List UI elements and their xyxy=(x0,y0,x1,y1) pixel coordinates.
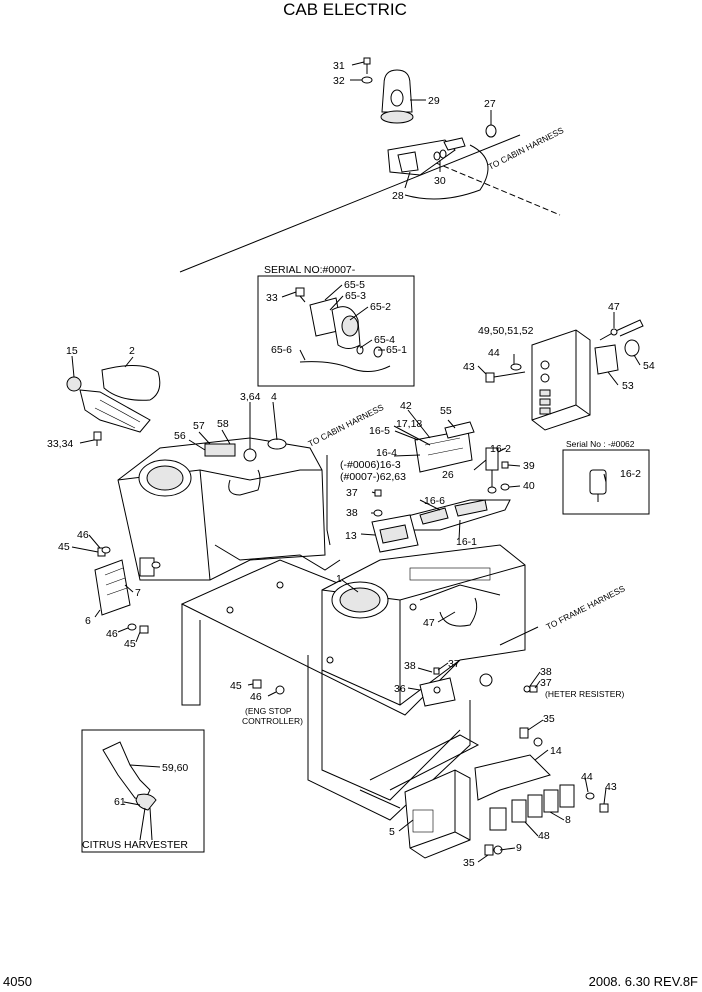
to-frame-harness: TO FRAME HARNESS xyxy=(544,583,627,632)
serial-box-16-2 xyxy=(562,449,650,515)
callout-53: 53 xyxy=(622,380,634,392)
callout-46-c: 46 xyxy=(250,691,262,703)
eng-stop-note-2: CONTROLLER) xyxy=(242,716,303,726)
callout-38-c: 38 xyxy=(540,666,552,678)
callout-54: 54 xyxy=(643,360,655,372)
callout-13: 13 xyxy=(345,530,357,542)
console-frame xyxy=(117,437,539,821)
callout-40: 40 xyxy=(523,480,535,492)
callout-35: 35 xyxy=(543,713,555,725)
callout-43: 43 xyxy=(463,361,475,373)
citrus-harvester-label: CITRUS HARVESTER xyxy=(82,839,188,851)
switch-panel-16 xyxy=(371,421,511,553)
serial-box-work-lamp xyxy=(257,275,415,387)
callout-16-1: 16-1 xyxy=(456,536,477,548)
callout-44-b: 44 xyxy=(581,771,593,783)
callout-49-52: 49,50,51,52 xyxy=(478,325,534,337)
serial-note-1: SERIAL NO:#0007- xyxy=(264,264,356,276)
callout-38: 38 xyxy=(346,507,358,519)
callout-47-b: 47 xyxy=(423,617,435,629)
callout-8: 8 xyxy=(565,814,571,826)
callout-62-63: (#0007-)62,63 xyxy=(340,471,406,483)
callout-15: 15 xyxy=(66,345,78,357)
callout-5: 5 xyxy=(389,826,395,838)
callout-28: 28 xyxy=(392,190,404,202)
callout-32: 32 xyxy=(333,75,345,87)
callout-59-60: 59,60 xyxy=(162,762,188,774)
eng-stop-note-1: (ENG STOP xyxy=(245,706,292,716)
callout-14: 14 xyxy=(550,745,562,757)
callout-16-6: 16-6 xyxy=(424,495,445,507)
callout-17-18: 17,18 xyxy=(396,418,422,430)
callout-42: 42 xyxy=(400,400,412,412)
callout-65-1: 65-1 xyxy=(386,344,407,356)
callout-65-4: 65-4 xyxy=(374,334,395,346)
callout-45-b: 45 xyxy=(124,638,136,650)
callout-45: 45 xyxy=(58,541,70,553)
callout-38-b: 38 xyxy=(404,660,416,672)
callout-16-3: (-#0006)16-3 xyxy=(340,459,401,471)
callout-31: 31 xyxy=(333,60,345,72)
callout-48: 48 xyxy=(538,830,550,842)
callout-39: 39 xyxy=(523,460,535,472)
callout-37: 37 xyxy=(346,487,358,499)
callout-35-b: 35 xyxy=(463,857,475,869)
callout-16-2-alt: 16-2 xyxy=(620,468,641,480)
callout-33-34: 33,34 xyxy=(47,438,73,450)
callout-29: 29 xyxy=(428,95,440,107)
switch-panel-box xyxy=(485,319,644,431)
callout-30: 30 xyxy=(434,175,446,187)
callout-26: 26 xyxy=(442,469,454,481)
callout-4: 4 xyxy=(271,391,277,403)
callout-1: 1 xyxy=(336,573,342,585)
relay-left xyxy=(94,546,161,634)
callout-16-2: 16-2 xyxy=(490,443,511,455)
armrest-assembly xyxy=(66,365,161,446)
citrus-harvester-box xyxy=(81,729,205,853)
callout-65-2: 65-2 xyxy=(370,301,391,313)
to-cabin-harness-top: TO CABIN HARNESS xyxy=(486,125,565,172)
controller-and-relays xyxy=(252,667,609,859)
callout-58: 58 xyxy=(217,418,229,430)
beacon-assembly xyxy=(179,57,561,273)
callout-44: 44 xyxy=(488,347,500,359)
callout-61: 61 xyxy=(114,796,126,808)
leader-lines xyxy=(71,61,641,863)
callout-6: 6 xyxy=(85,615,91,627)
callout-16-4: 16-4 xyxy=(376,447,397,459)
callout-33: 33 xyxy=(266,292,278,304)
callout-16-5: 16-5 xyxy=(369,425,390,437)
callout-3-64: 3,64 xyxy=(240,391,261,403)
callout-65-3: 65-3 xyxy=(345,290,366,302)
heter-resister-note: (HETER RESISTER) xyxy=(545,689,625,699)
page-title: CAB ELECTRIC xyxy=(283,0,407,19)
callout-65-5: 65-5 xyxy=(344,279,365,291)
callout-46-b: 46 xyxy=(106,628,118,640)
callout-9: 9 xyxy=(516,842,522,854)
callout-37-c: 37 xyxy=(540,677,552,689)
page-number: 4050 xyxy=(3,974,32,989)
callout-27: 27 xyxy=(484,98,496,110)
callout-45-c: 45 xyxy=(230,680,242,692)
callout-56: 56 xyxy=(174,430,186,442)
callout-2: 2 xyxy=(129,345,135,357)
callout-65-6: 65-6 xyxy=(271,344,292,356)
callout-numbers: 31 32 29 27 30 28 33 65-5 65-3 65-2 65-4… xyxy=(47,60,655,869)
date-revision: 2008. 6.30 REV.8F xyxy=(589,974,698,989)
callout-37-b: 37 xyxy=(448,658,460,670)
callout-55: 55 xyxy=(440,405,452,417)
callout-57: 57 xyxy=(193,420,205,432)
callout-7: 7 xyxy=(135,587,141,599)
callout-46: 46 xyxy=(77,529,89,541)
callout-43-b: 43 xyxy=(605,781,617,793)
callout-36: 36 xyxy=(394,683,406,695)
callout-47: 47 xyxy=(608,301,620,313)
serial-note-2: Serial No : -#0062 xyxy=(566,439,635,449)
